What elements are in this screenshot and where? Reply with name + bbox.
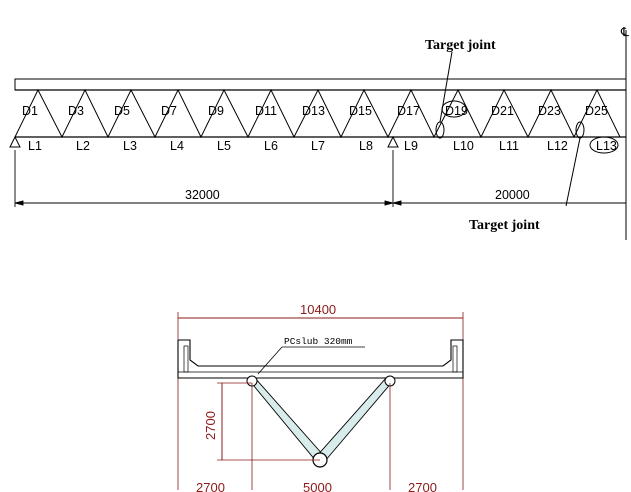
lower-chord-label-l11: L11 [499,139,519,153]
lower-chord-label-l4: L4 [170,139,184,153]
target-joint-label-top: Target joint [425,38,496,53]
diagonal-label-d15: D15 [349,104,372,118]
center-width-dimension: 5000 [303,480,332,492]
left-support-icon [9,135,21,148]
right-overhang-dimension: 2700 [408,480,437,492]
pipe-truss-members [248,377,394,462]
target-leader-bottom [565,137,581,207]
lower-chord-label-l9: L9 [404,139,418,153]
lower-chord-label-l5: L5 [217,139,231,153]
highlight-l13-ellipse [589,136,619,154]
diagonal-label-d25: D25 [585,104,608,118]
lower-chord-label-l7: L7 [311,139,325,153]
lower-chord-label-l12: L12 [547,139,568,153]
diagonal-label-d7: D7 [161,104,177,118]
slab-note-leader [257,346,283,375]
slab-note: PCslub 320mm [284,336,353,347]
diagonal-label-d9: D9 [208,104,224,118]
centerline-mark: ℄ [620,25,630,39]
web-diagonals [14,88,621,139]
lower-chord-label-l3: L3 [123,139,137,153]
lower-chord-label-l1: L1 [28,139,42,153]
middle-support-icon [387,135,399,148]
lower-chord-label-l2: L2 [76,139,90,153]
diagonal-label-d23: D23 [538,104,561,118]
lower-chord-label-l8: L8 [359,139,373,153]
diagonal-label-d13: D13 [302,104,325,118]
deck-section-outline [177,339,464,379]
target-leader-top [439,51,453,123]
deck-slab [14,78,627,91]
lower-chord-label-l13: L13 [596,139,617,153]
depth-dimension: 2700 [203,411,218,440]
cross-section: 10400 PCslub 320mm 2700 2700 5000 2700 [177,302,464,492]
target-joint-label-bottom: Target joint [469,218,540,233]
diagonal-label-d21: D21 [491,104,514,118]
diagonal-label-d1: D1 [22,104,38,118]
span2-dimension: 20000 [495,188,530,202]
diagonal-label-d11: D11 [255,104,277,118]
diagonal-label-d3: D3 [68,104,84,118]
left-overhang-dimension: 2700 [196,480,225,492]
lower-chord-label-l10: L10 [453,139,474,153]
span1-dimension: 32000 [185,188,220,202]
lower-chord-label-l6: L6 [264,139,278,153]
diagonal-label-d17: D17 [397,104,420,118]
lower-chord-labels: L1 L2 L3 L4 L5 L6 L7 L8 L9 L10 L11 L12 L13 [28,139,617,153]
span-dimensions [14,150,626,207]
diagonal-label-d5: D5 [114,104,130,118]
total-width-dimension: 10400 [300,302,336,317]
